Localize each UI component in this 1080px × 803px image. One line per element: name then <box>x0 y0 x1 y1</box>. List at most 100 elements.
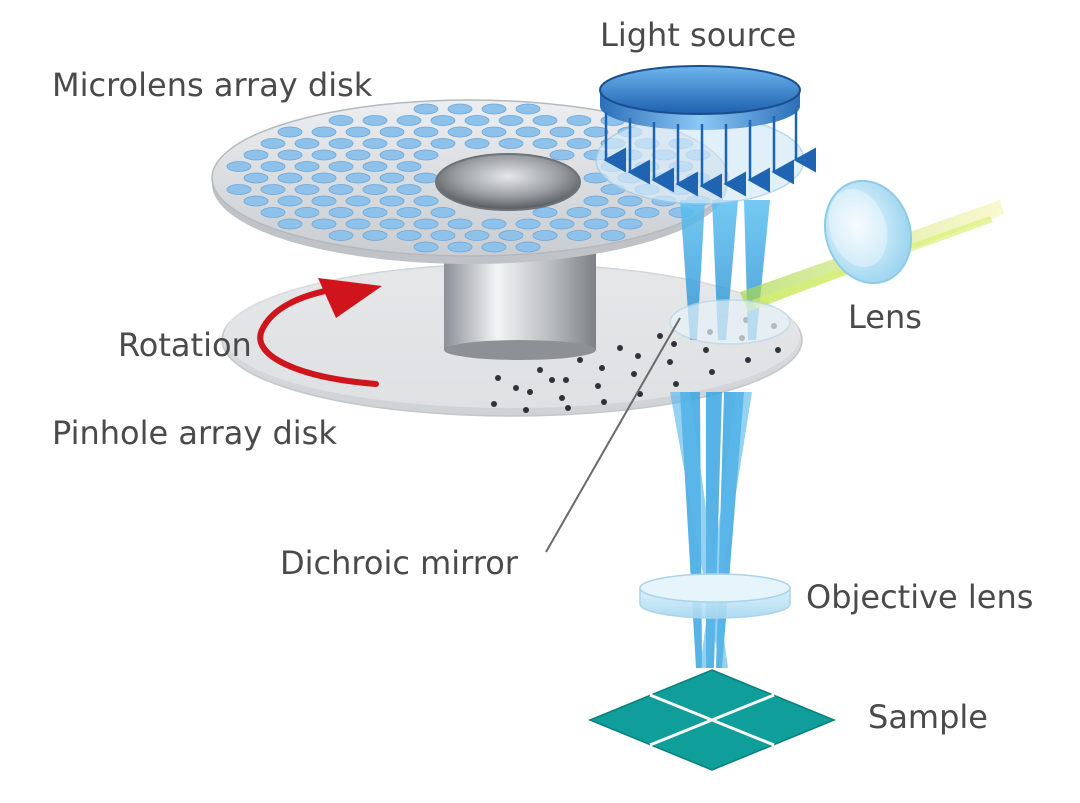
microlens <box>311 172 337 184</box>
microlens <box>362 138 388 149</box>
objective-lens-label: Objective lens <box>806 578 1034 616</box>
microlens <box>396 115 422 126</box>
microlens <box>328 138 354 149</box>
microlens <box>515 218 541 230</box>
microlens <box>345 172 371 184</box>
microlens <box>396 230 422 241</box>
microlens <box>345 195 371 207</box>
microlens <box>362 207 388 218</box>
microlens <box>226 161 252 172</box>
sample-label: Sample <box>868 698 988 736</box>
microlens <box>379 149 405 161</box>
microlens <box>566 207 592 218</box>
microlens <box>243 149 269 161</box>
microlens <box>260 138 286 149</box>
microlens <box>362 230 388 241</box>
microlens <box>396 161 422 172</box>
microlens <box>379 172 405 184</box>
microlens <box>600 207 626 218</box>
microlens <box>549 126 575 138</box>
microlens <box>566 230 592 241</box>
microlens <box>294 184 320 195</box>
microlens <box>515 241 541 253</box>
microlens <box>515 126 541 138</box>
microlens <box>413 218 439 230</box>
dichroic-mirror-leader-line <box>545 317 681 553</box>
microlens <box>379 195 405 207</box>
microlens <box>583 126 609 138</box>
microlens <box>634 207 660 218</box>
rotation-label: Rotation <box>118 326 252 364</box>
lens <box>823 179 913 285</box>
microlens <box>396 138 422 149</box>
disk-center-hole <box>435 153 581 211</box>
microlens <box>345 218 371 230</box>
microlens <box>532 207 558 218</box>
microlens <box>311 218 337 230</box>
microlens <box>430 230 456 241</box>
microlens <box>447 218 473 230</box>
microlens <box>379 218 405 230</box>
microlens <box>447 103 473 115</box>
microlens <box>328 230 354 241</box>
microlens <box>277 195 303 207</box>
microlens <box>447 126 473 138</box>
microlens <box>277 126 303 138</box>
microlens <box>617 218 643 230</box>
microlens <box>345 126 371 138</box>
microlens <box>362 161 388 172</box>
objective-lens <box>639 573 791 619</box>
microlens <box>328 184 354 195</box>
microlens <box>362 184 388 195</box>
microlens <box>532 138 558 149</box>
microlens <box>260 184 286 195</box>
microlens <box>413 195 439 207</box>
microlens <box>413 126 439 138</box>
dichroic-mirror-label: Dichroic mirror <box>280 544 518 582</box>
microlens <box>481 218 507 230</box>
microlens <box>294 138 320 149</box>
microlens <box>379 126 405 138</box>
microlens <box>532 230 558 241</box>
microlens <box>430 207 456 218</box>
microlens <box>464 138 490 149</box>
dichroic-mirror <box>669 299 791 345</box>
microlens <box>549 149 575 161</box>
microlens <box>243 195 269 207</box>
pinhole-array-disk-label: Pinhole array disk <box>52 414 337 452</box>
microlens <box>396 207 422 218</box>
microlens <box>481 241 507 253</box>
microlens <box>447 241 473 253</box>
microlens <box>481 126 507 138</box>
microlens <box>583 218 609 230</box>
sample <box>588 669 836 771</box>
microlens <box>566 115 592 126</box>
microlens <box>311 126 337 138</box>
microlens <box>277 149 303 161</box>
light-source-label: Light source <box>600 16 797 54</box>
microlens <box>328 161 354 172</box>
microlens <box>430 115 456 126</box>
microlens <box>277 218 303 230</box>
microlens <box>515 103 541 115</box>
microlens <box>498 138 524 149</box>
pinholes <box>491 317 781 413</box>
microlens <box>583 195 609 207</box>
microlens <box>345 149 371 161</box>
microlens <box>328 207 354 218</box>
microlens <box>498 115 524 126</box>
microlens <box>328 115 354 126</box>
microlens <box>413 241 439 253</box>
microlens-array-disk-label: Microlens array disk <box>52 66 373 104</box>
microlens <box>396 184 422 195</box>
microlens <box>277 172 303 184</box>
microlens <box>430 138 456 149</box>
microlens <box>362 115 388 126</box>
microlens <box>566 138 592 149</box>
microlens <box>600 230 626 241</box>
microlens <box>311 195 337 207</box>
microlens <box>260 161 286 172</box>
microlens <box>226 184 252 195</box>
microlens <box>549 218 575 230</box>
microlens <box>311 149 337 161</box>
